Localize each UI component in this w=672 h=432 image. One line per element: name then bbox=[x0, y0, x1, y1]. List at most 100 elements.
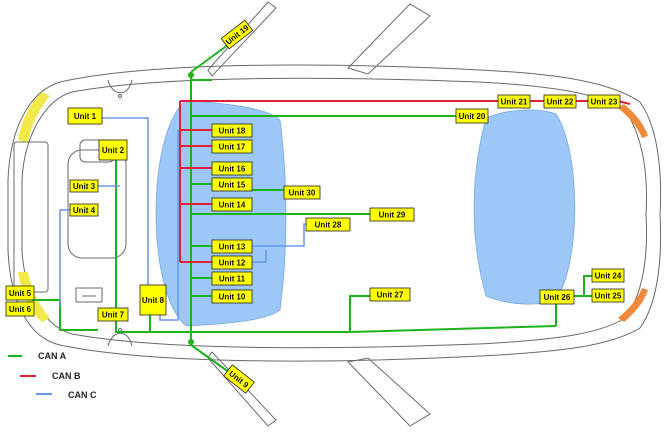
unit-label: Unit 12 bbox=[219, 259, 246, 268]
rear-window bbox=[473, 109, 576, 305]
unit-box bbox=[369, 207, 415, 222]
legend-label-can-b: CAN B bbox=[52, 371, 81, 381]
unit-box bbox=[591, 268, 625, 283]
unit-label: Unit 14 bbox=[219, 201, 246, 210]
unit-box bbox=[98, 139, 128, 161]
unit-box bbox=[591, 288, 625, 303]
unit-18: Unit 18 bbox=[211, 123, 253, 138]
unit-box bbox=[369, 287, 411, 302]
unit-24: Unit 24 bbox=[591, 268, 625, 283]
unit-13: Unit 13 bbox=[211, 239, 253, 254]
junction-top bbox=[188, 72, 194, 78]
unit-box bbox=[211, 161, 253, 176]
legend-item-can-c: CAN C bbox=[36, 390, 97, 400]
rear-door-top bbox=[347, 3, 431, 75]
unit-label: Unit 23 bbox=[591, 98, 618, 107]
unit-11: Unit 11 bbox=[211, 271, 253, 286]
unit-15: Unit 15 bbox=[211, 177, 253, 192]
unit-label: Unit 25 bbox=[595, 292, 622, 301]
unit-label: Unit 5 bbox=[9, 289, 32, 298]
unit-2: Unit 2 bbox=[98, 139, 128, 161]
taillight-top bbox=[618, 104, 648, 138]
unit-28: Unit 28 bbox=[305, 217, 351, 232]
unit-7: Unit 7 bbox=[97, 307, 129, 322]
unit-label: Unit 15 bbox=[219, 181, 246, 190]
unit-label: Unit 20 bbox=[459, 112, 486, 121]
unit-box bbox=[543, 94, 577, 109]
unit-label: Unit 3 bbox=[73, 182, 96, 191]
unit-4: Unit 4 bbox=[69, 203, 99, 217]
junctions bbox=[188, 72, 194, 345]
unit-label: Unit 21 bbox=[501, 98, 528, 107]
unit-box bbox=[587, 94, 621, 109]
unit-label: Unit 11 bbox=[219, 275, 246, 284]
can-c-to-unit12 bbox=[252, 250, 267, 263]
unit-box bbox=[211, 139, 253, 154]
unit-box bbox=[211, 255, 253, 270]
unit-box bbox=[211, 239, 253, 254]
unit-30: Unit 30 bbox=[283, 185, 321, 200]
unit-19: Unit 19 bbox=[220, 19, 254, 50]
unit-box bbox=[69, 203, 99, 217]
unit-box bbox=[283, 185, 321, 200]
unit-box bbox=[497, 94, 531, 109]
unit-label: Unit 8 bbox=[142, 296, 165, 305]
unit-16: Unit 16 bbox=[211, 161, 253, 176]
unit-6: Unit 6 bbox=[5, 301, 35, 317]
taillight-bottom bbox=[618, 288, 648, 322]
unit-box bbox=[539, 289, 575, 305]
unit-label: Unit 28 bbox=[315, 221, 342, 230]
rear-door-bottom bbox=[347, 357, 431, 427]
unit-1: Unit 1 bbox=[67, 107, 103, 125]
unit-label: Unit 18 bbox=[219, 127, 246, 136]
unit-box bbox=[220, 19, 254, 50]
unit-label: Unit 13 bbox=[219, 243, 246, 252]
unit-22: Unit 22 bbox=[543, 94, 577, 109]
unit-17: Unit 17 bbox=[211, 139, 253, 154]
unit-label: Unit 4 bbox=[73, 206, 96, 215]
unit-12: Unit 12 bbox=[211, 255, 253, 270]
unit-21: Unit 21 bbox=[497, 94, 531, 109]
legend: CAN A CAN B CAN C bbox=[8, 351, 97, 400]
unit-box bbox=[455, 108, 489, 124]
unit-box bbox=[5, 285, 35, 301]
unit-label: Unit 10 bbox=[219, 293, 246, 302]
unit-8: Unit 8 bbox=[139, 284, 167, 316]
unit-box bbox=[211, 289, 253, 304]
unit-label: Unit 6 bbox=[9, 305, 32, 314]
engine-block bbox=[13, 141, 49, 293]
unit-label: Unit 2 bbox=[102, 146, 125, 155]
unit-box bbox=[223, 364, 255, 394]
legend-label-can-c: CAN C bbox=[68, 390, 97, 400]
front-wheel-arch-bottom bbox=[107, 332, 133, 347]
unit-label: Unit 7 bbox=[102, 311, 125, 320]
unit-14: Unit 14 bbox=[211, 197, 253, 212]
unit-label: Unit 22 bbox=[547, 98, 574, 107]
fuel-cap bbox=[118, 94, 122, 98]
battery bbox=[75, 287, 103, 303]
unit-box bbox=[139, 284, 167, 316]
unit-26: Unit 26 bbox=[539, 289, 575, 305]
legend-label-can-a: CAN A bbox=[38, 351, 67, 361]
unit-20: Unit 20 bbox=[455, 108, 489, 124]
can-a-to-unit5 bbox=[32, 299, 98, 331]
unit-label: Unit 1 bbox=[74, 112, 97, 121]
legend-item-can-b: CAN B bbox=[20, 371, 81, 381]
unit-label: Unit 27 bbox=[377, 291, 404, 300]
junction-bottom bbox=[188, 339, 194, 345]
can-a-network bbox=[32, 35, 592, 381]
unit-23: Unit 23 bbox=[587, 94, 621, 109]
unit-label: Unit 16 bbox=[219, 165, 246, 174]
unit-box bbox=[97, 307, 129, 322]
unit-29: Unit 29 bbox=[369, 207, 415, 222]
unit-label: Unit 29 bbox=[379, 211, 406, 220]
mirror-bottom bbox=[207, 351, 277, 427]
engine-cover bbox=[67, 149, 127, 259]
unit-5: Unit 5 bbox=[5, 285, 35, 301]
unit-27: Unit 27 bbox=[369, 287, 411, 302]
unit-10: Unit 10 bbox=[211, 289, 253, 304]
unit-3: Unit 3 bbox=[69, 179, 99, 193]
unit-25: Unit 25 bbox=[591, 288, 625, 303]
